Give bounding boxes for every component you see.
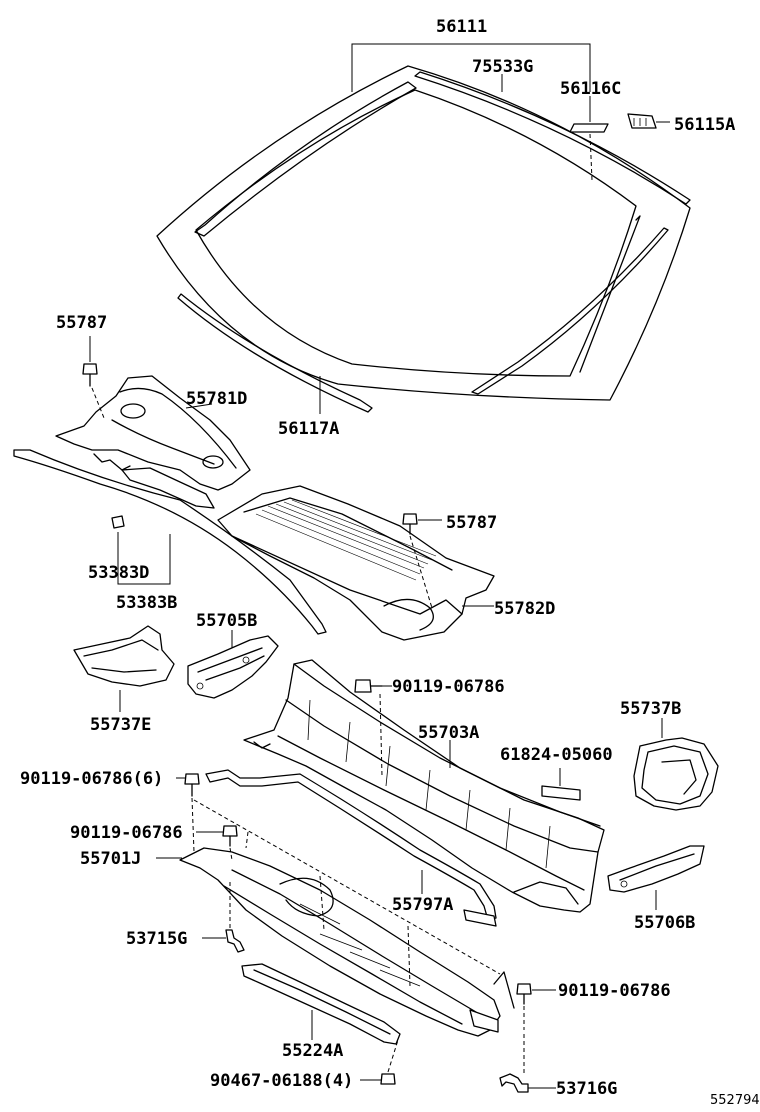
label-55703a: 55703A xyxy=(418,723,479,743)
label-53715g: 53715G xyxy=(126,929,187,949)
brace-left[interactable] xyxy=(187,635,279,699)
hose-right[interactable] xyxy=(499,1073,529,1093)
side-strip-right[interactable] xyxy=(471,227,669,395)
cowl-top-panel[interactable] xyxy=(243,659,605,913)
cowl-louver-left[interactable] xyxy=(55,375,251,509)
label-55781d: 55781D xyxy=(186,389,247,409)
label-90119-right: 90119-06786 xyxy=(558,981,671,1001)
hose-left[interactable] xyxy=(225,929,245,953)
screw-upper[interactable] xyxy=(82,363,98,387)
leader-55781d xyxy=(185,403,213,409)
retainer-clip[interactable] xyxy=(627,113,657,129)
dash-bolt-mid xyxy=(229,847,233,861)
diagram-ref-number: 552794 xyxy=(710,1093,760,1108)
dash-screw-right xyxy=(409,535,433,609)
seal-piece-d[interactable] xyxy=(111,515,125,529)
label-55787-top: 55787 xyxy=(56,313,107,333)
label-53383d: 53383D xyxy=(88,563,149,583)
dash-cowl-vertical-3 xyxy=(407,925,411,987)
label-75533g: 75533G xyxy=(472,57,533,77)
label-56111: 56111 xyxy=(436,17,487,37)
cowl-louver-right[interactable] xyxy=(217,485,495,641)
bolt-top[interactable] xyxy=(354,679,383,693)
bolt-left-mid[interactable] xyxy=(222,825,238,847)
label-55737e: 55737E xyxy=(90,715,151,735)
label-55705b: 55705B xyxy=(196,611,257,631)
label-55701j: 55701J xyxy=(80,849,141,869)
label-90119-mid: 90119-06786 xyxy=(70,823,183,843)
label-55737b: 55737B xyxy=(620,699,681,719)
stopper-dash-line xyxy=(589,133,593,181)
screw-right[interactable] xyxy=(402,513,418,535)
dash-bolt-six xyxy=(191,797,195,853)
dash-screw-upper xyxy=(91,387,105,419)
stopper-piece[interactable] xyxy=(569,123,609,133)
duct-left[interactable] xyxy=(73,625,175,687)
bolt-left-six[interactable] xyxy=(184,773,200,797)
bracket-56111 xyxy=(351,43,591,92)
label-56117a: 56117A xyxy=(278,419,339,439)
duct-right[interactable] xyxy=(633,737,719,811)
label-53716g: 53716G xyxy=(556,1079,617,1099)
dash-cowl-upper-edge xyxy=(193,799,501,975)
label-55787-right: 55787 xyxy=(446,513,497,533)
bracket-53383b xyxy=(117,532,171,585)
bolt-right[interactable] xyxy=(516,983,532,1005)
label-53383b: 53383B xyxy=(116,593,177,613)
clip-four[interactable] xyxy=(380,1073,396,1085)
label-55797a: 55797A xyxy=(392,895,453,915)
reinforcement[interactable] xyxy=(241,963,401,1045)
windshield-glass[interactable] xyxy=(156,65,691,401)
label-56115a: 56115A xyxy=(674,115,735,135)
label-90467: 90467-06188(4) xyxy=(210,1071,353,1091)
weatherstrip-lower[interactable] xyxy=(177,293,373,413)
label-90119-top: 90119-06786 xyxy=(392,677,505,697)
label-55706b: 55706B xyxy=(634,913,695,933)
clamp-strip[interactable] xyxy=(541,785,581,801)
dash-cowl-vertical-1 xyxy=(245,831,249,849)
label-56116c: 56116C xyxy=(560,79,621,99)
label-61824: 61824-05060 xyxy=(500,745,613,765)
dash-cowl-vertical-2 xyxy=(319,875,325,931)
label-55224a: 55224A xyxy=(282,1041,343,1061)
dash-clip xyxy=(387,1039,399,1073)
windshield-molding[interactable] xyxy=(414,71,691,373)
cowl-seal[interactable] xyxy=(205,769,497,927)
label-55782d: 55782D xyxy=(494,599,555,619)
label-90119-six: 90119-06786(6) xyxy=(20,769,163,789)
cowl-lower[interactable] xyxy=(179,847,515,1037)
brace-right[interactable] xyxy=(607,845,705,893)
seal-strip-b[interactable] xyxy=(13,449,327,635)
